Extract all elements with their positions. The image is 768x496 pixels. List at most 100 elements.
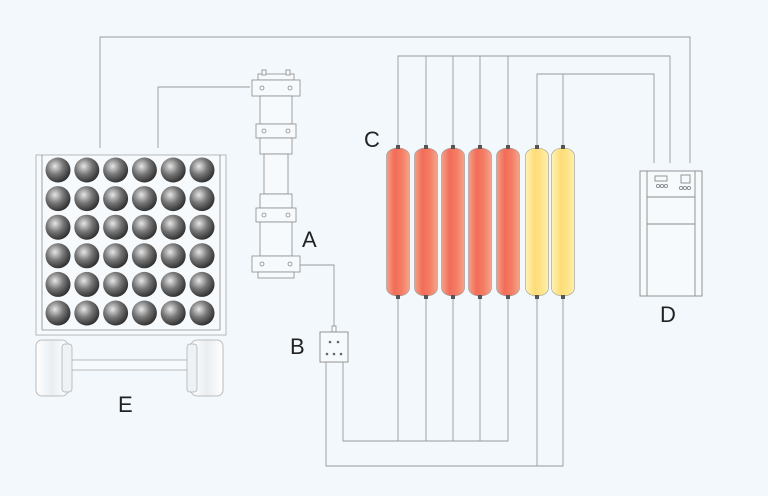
assembly-bolt-hole [261,212,267,218]
assembly-bolt-hole [287,261,293,267]
assembly-bolt-hole [261,128,267,134]
sphere [74,214,100,240]
sphere [189,271,215,297]
sphere [189,157,215,183]
cabinet-display [654,175,668,182]
tube-terminal [535,295,539,299]
sphere [189,243,215,269]
heating-tube-yellow [551,145,575,299]
heating-tube-red [468,145,492,299]
control-box-led [332,352,336,356]
tube-body [525,147,549,297]
cart-hub-left [61,343,73,393]
tube-body [441,147,465,297]
assembly-bottom-cap [257,271,295,279]
heating-tube-red [414,145,438,299]
wire-b-to-red-tubes [342,296,509,442]
assembly-bolt-hole [285,128,291,134]
sphere-cart [35,154,227,397]
tube-terminal [478,295,482,299]
cabinet-screen [680,174,691,184]
assembly-flange [251,79,301,97]
label-b: B [290,334,305,359]
assembly-bolt-hole [259,85,265,91]
sphere [45,186,71,212]
sphere [45,271,71,297]
wire-c-top-bus-inner [536,73,655,163]
sphere [131,300,157,326]
heating-tubes [386,145,575,299]
tube-body [414,147,438,297]
sphere [45,214,71,240]
sphere [45,300,71,326]
assembly-body [259,137,293,155]
assembly-rod [263,153,289,195]
cabinet-knob [655,183,661,189]
assembly-body [259,221,293,257]
assembly-bolt-hole [259,261,265,267]
heating-tube-red [496,145,520,299]
cabinet-knob [678,185,684,191]
tube-terminal [506,295,510,299]
heating-tube-yellow [525,145,549,299]
wire-c-top-bus-outer [397,55,671,163]
tube-body [468,147,492,297]
sphere [103,271,129,297]
sphere-grid [45,157,215,326]
cabinet-knob [686,185,692,191]
control-box-led [336,340,340,344]
sphere [189,186,215,212]
sphere [160,243,186,269]
tube-terminal [424,145,428,149]
control-box [319,325,349,363]
cabinet-knob [659,183,665,189]
tube-terminal [424,295,428,299]
wire-e-to-a [157,86,250,148]
control-cabinet [639,170,703,297]
sphere [131,243,157,269]
label-a: A [302,227,317,252]
sphere [160,300,186,326]
cart-axle [67,359,195,371]
sphere [103,157,129,183]
control-box-led [325,352,329,356]
sphere [103,243,129,269]
tube-terminal [561,295,565,299]
label-c: C [364,127,380,152]
heating-tube-red [441,145,465,299]
tube-body [496,147,520,297]
sphere [74,243,100,269]
sphere [131,271,157,297]
assembly-bolt [261,69,267,76]
assembly-bolt [285,69,291,76]
wire-e-to-d [99,36,691,163]
tube-terminal [506,145,510,149]
tube-terminal [478,145,482,149]
assembly-body [259,193,293,209]
cabinet-body [639,170,703,297]
cabinet-knob [682,185,688,191]
sphere [131,214,157,240]
sphere [74,300,100,326]
sphere [74,157,100,183]
tube-terminal [396,295,400,299]
tube-terminal [396,145,400,149]
sphere [103,300,129,326]
sphere [160,214,186,240]
sphere [160,186,186,212]
control-box-led [339,352,343,356]
sphere [131,157,157,183]
tube-terminal [561,145,565,149]
sphere [45,243,71,269]
sphere [131,186,157,212]
wire-b-to-yellow-tubes [325,296,564,467]
tube-body [386,147,410,297]
sphere [189,214,215,240]
label-e: E [118,392,133,417]
sphere [74,271,100,297]
tube-body [551,147,575,297]
sphere [45,157,71,183]
hydraulic-assembly [251,69,301,279]
tube-terminal [451,295,455,299]
